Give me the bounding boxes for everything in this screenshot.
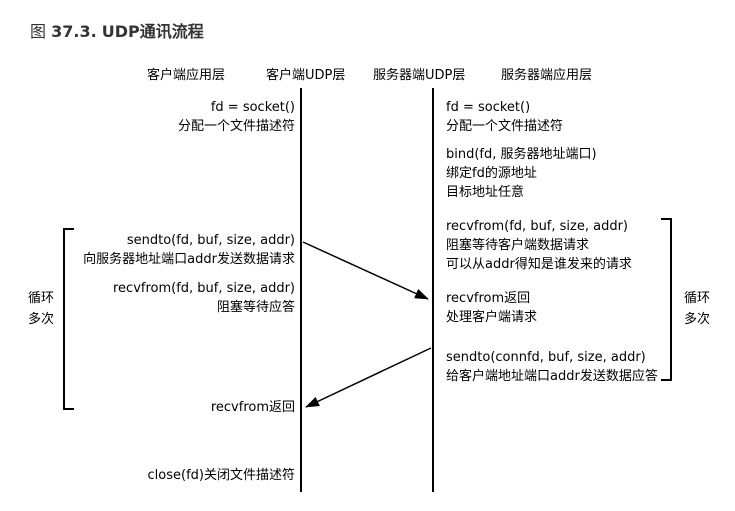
- client-recvfrom-step: recvfrom(fd, buf, size, addr) 阻塞等待应答: [113, 279, 295, 317]
- client-socket-step: fd = socket() 分配一个文件描述符: [178, 98, 295, 136]
- server-socket-desc: 分配一个文件描述符: [446, 119, 564, 134]
- client-loop-line1: 循环: [28, 291, 55, 306]
- server-recvfrom-return: recvfrom返回: [446, 291, 531, 306]
- client-sendto-step: sendto(fd, buf, size, addr) 向服务器地址端口addr…: [83, 231, 295, 269]
- header-client-app: 客户端应用层: [147, 68, 226, 83]
- server-bind-call: bind(fd, 服务器地址端口): [446, 147, 597, 162]
- server-sendto-desc: 给客户端地址端口addr发送数据应答: [446, 369, 658, 384]
- client-socket-call: fd = socket(): [210, 100, 295, 115]
- client-socket-desc: 分配一个文件描述符: [177, 119, 295, 134]
- client-loop-label: 循环 多次: [28, 288, 54, 330]
- server-sendto-call: sendto(connfd, buf, size, addr): [446, 350, 646, 365]
- server-recvfrom-call: recvfrom(fd, buf, size, addr): [446, 219, 629, 234]
- server-sendto-step: sendto(connfd, buf, size, addr) 给客户端地址端口…: [446, 348, 658, 386]
- response-arrow: [305, 347, 432, 408]
- client-sendto-call: sendto(fd, buf, size, addr): [126, 233, 295, 248]
- header-server-udp: 服务器端UDP层: [373, 68, 466, 83]
- server-socket-call: fd = socket(): [446, 100, 531, 115]
- server-loop-label: 循环 多次: [684, 288, 710, 330]
- client-sendto-desc: 向服务器地址端口addr发送数据请求: [83, 252, 295, 267]
- server-socket-step: fd = socket() 分配一个文件描述符: [446, 98, 563, 136]
- figure-label: 图: [30, 22, 47, 41]
- figure-caption: UDP通讯流程: [101, 22, 204, 41]
- figure-title: 图 37.3. UDP通讯流程: [30, 18, 204, 42]
- server-bind-step: bind(fd, 服务器地址端口) 绑定fd的源地址 目标地址任意: [446, 145, 597, 202]
- server-bind-desc2: 目标地址任意: [446, 185, 525, 200]
- client-recvfrom-call: recvfrom(fd, buf, size, addr): [112, 281, 295, 296]
- server-recvfrom-desc2: 可以从addr得知是谁发来的请求: [446, 257, 632, 272]
- server-recvfrom-desc1: 阻塞等待客户端数据请求: [446, 238, 590, 253]
- server-loop-line1: 循环: [684, 291, 711, 306]
- server-loop-bracket: [661, 218, 672, 381]
- server-bind-desc1: 绑定fd的源地址: [446, 166, 537, 181]
- header-client-udp: 客户端UDP层: [266, 68, 346, 83]
- client-loop-bracket: [63, 228, 74, 410]
- server-process-step: recvfrom返回 处理客户端请求: [446, 289, 537, 327]
- client-recvfrom-return: recvfrom返回: [210, 400, 295, 415]
- client-recvfrom-desc: 阻塞等待应答: [216, 300, 295, 315]
- header-server-app: 服务器端应用层: [501, 68, 593, 83]
- request-arrow: [302, 241, 429, 300]
- figure-number: 37.3.: [51, 22, 97, 41]
- server-process-desc: 处理客户端请求: [446, 310, 538, 325]
- client-close-step: close(fd)关闭文件描述符: [147, 468, 295, 483]
- server-loop-line2: 多次: [684, 312, 711, 327]
- client-loop-line2: 多次: [28, 312, 55, 327]
- server-recvfrom-step: recvfrom(fd, buf, size, addr) 阻塞等待客户端数据请…: [446, 217, 632, 274]
